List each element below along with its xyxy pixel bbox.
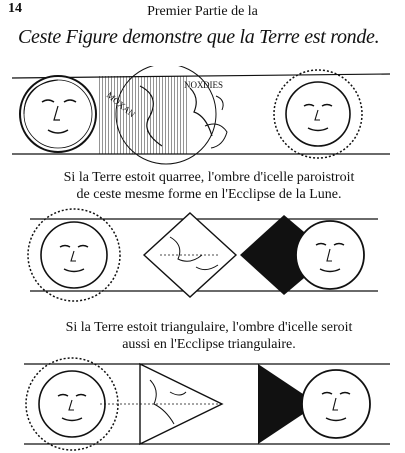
moon-face-icon <box>295 220 365 290</box>
caption-line: Si la Terre estoit quarree, l'ombre d'ic… <box>63 170 355 185</box>
moon-face-icon <box>301 369 371 439</box>
caption-line: de ceste mesme forme en l'Ecclipse de la… <box>76 187 342 202</box>
caption-line: aussi en l'Ecclipse triangulaire. <box>122 337 296 352</box>
caption-square-earth: Si la Terre estoit quarree, l'ombre d'ic… <box>34 169 384 203</box>
square-earth-eclipse-plate <box>27 208 378 302</box>
caption-triangular-earth: Si la Terre estoit triangulaire, l'ombre… <box>34 319 384 353</box>
round-earth-eclipse-plate: MOXAN NOX DIES <box>11 66 391 165</box>
triangular-shadow <box>258 364 318 444</box>
label-dies: DIES <box>203 80 223 90</box>
label-nox: NOX <box>184 80 204 90</box>
caption-line: Si la Terre estoit triangulaire, l'ombre… <box>65 320 353 335</box>
sun-face-icon <box>27 208 121 302</box>
page-title: Ceste Figure demonstre que la Terre est … <box>18 26 380 48</box>
square-earth-icon <box>142 212 238 298</box>
square-shadow <box>240 215 310 295</box>
triangular-earth-eclipse-plate <box>24 357 390 451</box>
sun-face-icon <box>273 69 363 159</box>
moon-face-icon <box>19 75 97 153</box>
triangular-earth-icon <box>100 362 224 446</box>
running-header: Premier Partie de la <box>147 4 258 19</box>
earth-globe-icon <box>98 66 228 165</box>
page-number: 14 <box>8 1 22 16</box>
